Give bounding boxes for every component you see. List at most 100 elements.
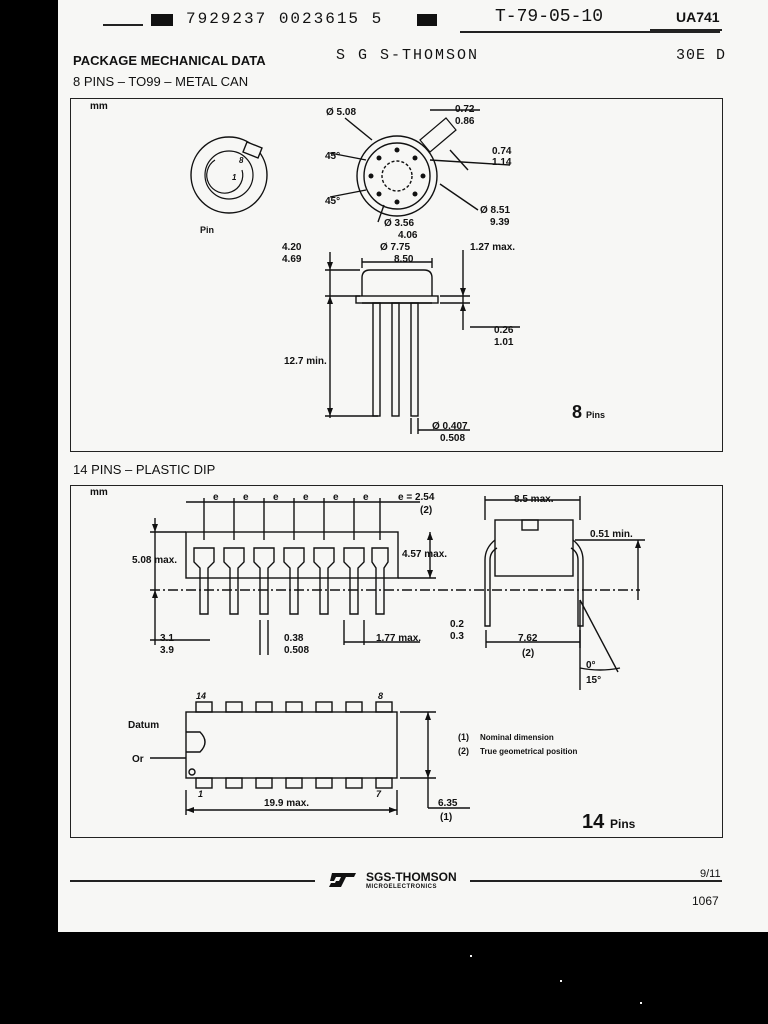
dim-02: 0.2 [450,619,464,630]
svg-text:1: 1 [232,173,237,182]
company-stamp: S G S-THOMSON [336,47,480,64]
angle-15: 15° [586,675,601,686]
pitch-e-1: e [213,492,219,503]
dim-038: 0.38 [284,633,304,644]
scan-speck [640,1002,642,1004]
dim-114: 1.14 [492,157,512,168]
brand-name: SGS-THOMSON [366,870,457,884]
angle-45-top: 45° [325,151,340,162]
footer-rule-left [70,880,315,882]
dim-0508: 0.508 [284,645,309,656]
dim-420: 4.20 [282,242,302,253]
dim-39: 3.9 [160,645,174,656]
can-top-outline [356,135,438,217]
dim-850: 8.50 [394,254,414,265]
note-2-b: (2) [522,648,534,659]
pitch-e-2: e [243,492,249,503]
datasheet-page [58,0,768,932]
note-2-num: (2) [458,746,469,756]
pin-14-marker: 14 [196,691,206,701]
dim-03: 0.3 [450,631,464,642]
pitch-e-3: e [273,492,279,503]
dip-body-plan [185,711,398,779]
angle-0: 0° [586,660,596,671]
pin-orientation-ring [190,136,268,214]
barcode-block-left [151,14,173,26]
pin-1-marker: 1 [198,789,203,799]
brand-subtitle: MICROELECTRONICS [366,884,437,890]
part-number: UA741 [676,9,720,25]
dim-31: 3.1 [160,633,174,644]
part-underline [650,29,722,31]
note-2-a: (2) [420,505,432,516]
dim-0508: 0.508 [440,433,465,444]
dip-unit: mm [90,487,108,498]
dip-drawing: e e e e e e e = 2.54 (2) 5.08 max. 4.57 … [128,492,645,833]
dim-635: 6.35 [438,798,458,809]
pin-label: Pin [200,225,214,235]
pitch-e-6: e [363,492,369,503]
st-logo-icon [329,873,356,887]
dim-026: 0.26 [494,325,514,336]
scan-speck [470,955,472,957]
page-ratio: 9/11 [700,868,721,880]
footer-rule-right [470,880,722,882]
dim-051min: 0.51 min. [590,529,633,540]
to99-drawing: Pin 8 1 Ø 5.08 0.72 0.86 0.74 1.14 45° 4… [190,104,605,444]
barcode-text: 7929237 0023615 5 [186,10,384,28]
pitch-e-4: e [303,492,309,503]
dim-086: 0.86 [455,116,475,127]
to99-unit: mm [90,101,108,112]
dim-85max: 8.5 max. [514,494,554,505]
dim-d0407: Ø 0.407 [432,421,468,432]
to99-drawing-frame [70,98,723,452]
dim-d508: Ø 5.08 [326,107,356,118]
stamp-code: 30E D [676,47,727,64]
svg-text:8: 8 [239,156,244,165]
dim-d851: Ø 8.51 [480,205,510,216]
pitch-e-5: e [333,492,339,503]
dim-199max: 19.9 max. [264,798,309,809]
dim-127max: 1.27 max. [470,242,515,253]
angle-45-bottom: 45° [325,196,340,207]
note-1-num: (1) [458,732,469,742]
dim-177max: 1.77 max. [376,633,421,644]
dip-body-front [185,531,399,579]
dim-469: 4.69 [282,254,302,265]
can-side-view [325,250,520,434]
pin-8-marker: 8 [378,691,383,701]
origin-label: Or [132,754,144,765]
to99-pin-count: 8 [572,402,582,422]
dim-457max: 4.57 max. [402,549,447,560]
to99-title: 8 PINS – TO99 – METAL CAN [73,74,249,89]
document-code: T-79-05-10 [495,7,604,27]
dim-406: 4.06 [398,230,418,241]
dim-939: 9.39 [490,217,510,228]
dim-127min: 12.7 min. [284,356,327,367]
dip-pins-word: Pins [610,817,636,831]
dip-pin-count: 14 [582,811,605,833]
barcode-block-right [417,14,437,26]
dim-508max: 5.08 max. [132,555,177,566]
to99-pins-word: Pins [586,410,605,420]
scan-speck [560,980,562,982]
datum-label: Datum [128,720,159,731]
pin-7-marker: 7 [376,789,382,799]
header-rule-left [103,24,143,26]
dim-d356: Ø 3.56 [384,218,414,229]
note-1-text: Nominal dimension [480,733,554,742]
dim-101: 1.01 [494,337,514,348]
dip-body-side [494,519,574,577]
dim-072: 0.72 [455,104,475,115]
dim-074: 0.74 [492,146,512,157]
header-rule-right [460,31,720,33]
dip-title: 14 PINS – PLASTIC DIP [73,462,216,477]
dim-d775: Ø 7.75 [380,242,410,253]
dim-762: 7.62 [518,633,538,644]
dip-drawing-frame [70,485,723,838]
note-2-text: True geometrical position [480,747,577,756]
page-number: 1067 [692,894,719,908]
dim-e254: e = 2.54 [398,492,435,503]
section-title: PACKAGE MECHANICAL DATA [73,53,266,68]
note-1: (1) [440,812,452,823]
